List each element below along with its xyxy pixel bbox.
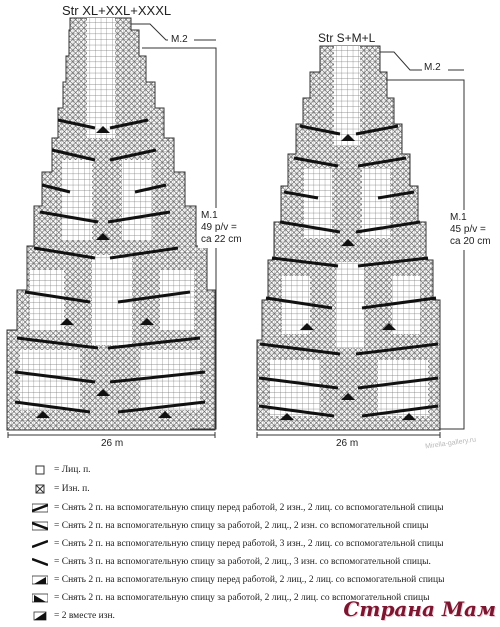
legend-item-cable-3-back: = Снять 3 п. на вспомогательную спицу за… [32,554,431,570]
k2tog-icon [33,611,47,621]
legend-label: = Снять 2 п. на вспомогательную спицу за… [54,521,429,531]
cable-dark-front-icon [32,575,48,585]
cable-wide-back-icon [32,557,48,567]
legend-item-cable-dark-back: = Снять 2 п. на вспомогательную спицу за… [32,590,429,606]
legend-label: = Снять 2 п. на вспомогательную спицу за… [54,593,430,603]
legend-item-cable-front: = Снять 2 п. на вспомогательную спицу пе… [32,500,443,516]
chart-width-label: 26 m [101,438,123,449]
section-length: ca 20 cm [450,236,491,247]
legend-label: = Снять 3 п. на вспомогательную спицу за… [54,557,431,567]
cable-wide-front-icon [32,539,48,549]
section-length: ca 22 cm [201,234,242,245]
cable-back-icon [32,521,48,531]
legend-label: = Снять 2 п. на вспомогательную спицу пе… [54,539,444,549]
dark-cable-marks [280,134,416,420]
legend-item-knit: = Лиц. п. [32,462,91,478]
section-stitch-count: 45 p/v = [450,224,486,235]
purl-cross-icon [35,484,45,494]
cable-dark-back-icon [32,593,48,603]
legend-label: = Изн. п. [54,484,90,494]
legend-label: = Лиц. п. [54,465,91,475]
legend-label: = Снять 2 п. на вспомогательную спицу пе… [54,575,445,585]
legend-label: = Снять 2 п. на вспомогательную спицу пе… [54,503,444,513]
legend-item-cable-3-front: = Снять 2 п. на вспомогательную спицу пе… [32,536,443,552]
site-logo-watermark: Страна Мам [343,597,496,621]
legend-item-cable-back: = Снять 2 п. на вспомогательную спицу за… [32,518,428,534]
dark-cable-marks [36,126,172,418]
chart-title: Str S+M+L [318,31,376,45]
cable-marks [258,124,439,418]
legend-item-purl: = Изн. п. [32,481,90,497]
section-label-m1: M.1 [450,212,467,223]
knit-square-icon [35,465,45,475]
legend-item-cable-dark-front: = Снять 2 п. на вспомогательную спицу пе… [32,572,444,588]
section-stitch-count: 49 p/v = [201,222,237,233]
cable-marks [14,118,206,414]
chart-title: Str XL+XXL+XXXL [62,3,171,18]
chart-width-label: 26 m [336,438,358,449]
knitting-charts: Str XL+XXL+XXXL [6,3,496,449]
chart-xl-xxl-xxxl: Str XL+XXL+XXXL [6,3,244,449]
chart-s-m-l: Str S+M+L [256,31,496,449]
legend-item-k2tog: = 2 вместе изн. [32,608,115,624]
section-label-m2: M.2 [424,62,441,73]
legend-label: = 2 вместе изн. [54,611,115,621]
knit-areas [20,18,200,410]
section-label-m1: M.1 [201,210,218,221]
section-label-m2: M.2 [171,34,188,45]
section-brackets [256,51,465,438]
cable-front-icon [32,503,48,513]
